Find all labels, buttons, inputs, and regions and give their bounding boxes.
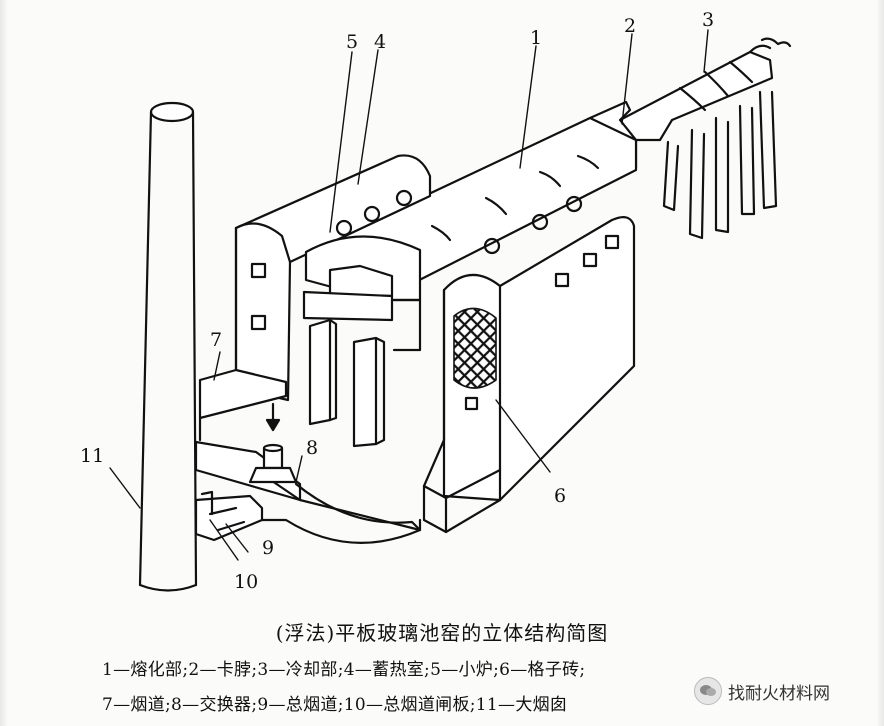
label-2: 2	[624, 15, 636, 37]
label-4: 4	[374, 31, 386, 53]
watermark-text: 找耐火材料网	[728, 683, 830, 704]
legend-line-2: 7—烟道;8—交换器;9—总烟道;10—总烟道闸板;11—大烟囱	[102, 695, 568, 715]
label-3: 3	[702, 9, 714, 31]
furnace-diagram: 1 2 3 4 5 6 7 8 9 10 11	[80, 9, 792, 593]
wechat-icon	[694, 677, 722, 705]
flue-channels	[194, 440, 422, 544]
label-5: 5	[346, 31, 358, 53]
cooling-end	[618, 37, 792, 240]
figure-caption: (浮法)平板玻璃池窑的立体结构简图	[275, 621, 609, 645]
flue	[198, 368, 288, 442]
checker-bricks	[453, 307, 497, 389]
reversing-valve	[248, 402, 298, 484]
left-regenerator	[234, 154, 432, 402]
label-1: 1	[530, 27, 542, 49]
left-edge-shadow	[0, 0, 8, 726]
label-6: 6	[554, 485, 566, 507]
legend-line-1: 1—熔化部;2—卡脖;3—冷却部;4—蓄热室;5—小炉;6—格子砖;	[102, 660, 586, 680]
chimney	[138, 101, 198, 592]
label-8: 8	[306, 437, 318, 459]
leader-lines	[109, 29, 709, 561]
label-9: 9	[262, 537, 274, 559]
watermark: 找耐火材料网	[694, 676, 872, 706]
label-11: 11	[80, 445, 104, 467]
right-edge-shadow	[876, 0, 884, 726]
port-block	[302, 235, 422, 448]
label-10: 10	[234, 571, 258, 593]
label-7: 7	[210, 329, 222, 351]
right-regenerator	[422, 195, 636, 534]
